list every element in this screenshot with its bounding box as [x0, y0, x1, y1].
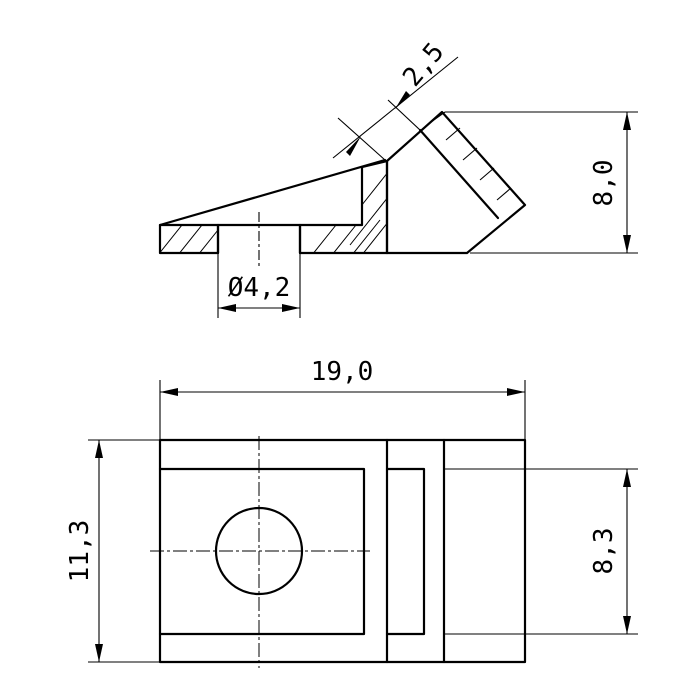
clamp-outline: [385, 110, 527, 255]
dim-height: 8,0: [445, 111, 638, 254]
clamp-slot: [385, 467, 426, 636]
clamp-back-edge: [418, 128, 500, 220]
section-outline: [158, 159, 389, 255]
dim-hole-diameter-label: Ø4,2: [228, 273, 291, 303]
dim-wall-thickness: 2,5: [332, 37, 459, 161]
wedge-top-edge: [158, 158, 387, 227]
dim-overall-length: 19,0: [159, 357, 526, 440]
dim-wall-thickness-label: 2,5: [397, 37, 450, 92]
dim-inner-width: 8,3: [444, 468, 638, 635]
clamp-segment-3: [462, 147, 478, 161]
section-view: 2,5 8,0 Ø4,2: [158, 37, 638, 318]
dim-inner-width-label: 8,3: [589, 528, 619, 575]
dim-overall-width: 11,3: [65, 439, 160, 663]
dim-overall-length-label: 19,0: [311, 357, 374, 387]
hatch-left: [160, 225, 218, 253]
dim-overall-width-label: 11,3: [65, 520, 95, 583]
clamp-segment-4: [479, 167, 495, 181]
dim-hole-diameter: Ø4,2: [217, 253, 301, 318]
clamp-segment-5: [496, 187, 512, 201]
clamp-segment-1: [430, 111, 446, 123]
top-view: 19,0 11,3 8,3: [65, 357, 638, 668]
clamp-segment-2: [445, 127, 461, 141]
dim-height-label: 8,0: [589, 160, 619, 207]
